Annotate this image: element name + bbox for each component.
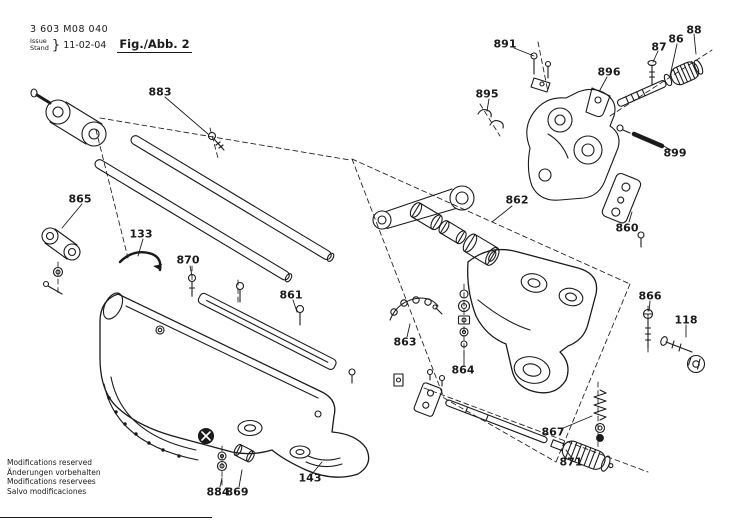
part-label-870: 870 bbox=[176, 253, 200, 267]
misc-small-parts-drawing bbox=[348, 368, 404, 387]
issue-label: Issue bbox=[30, 37, 47, 45]
guide-rails-drawing bbox=[94, 135, 335, 283]
part-label-865: 865 bbox=[68, 192, 92, 206]
issue-date: 11-02-04 bbox=[63, 39, 107, 51]
part-label-86: 86 bbox=[668, 32, 684, 46]
curved-clip-133-drawing bbox=[118, 251, 162, 272]
part-label-87: 87 bbox=[651, 40, 667, 54]
footer-note-de: Änderungen vorbehalten bbox=[7, 467, 101, 477]
clips-895-drawing bbox=[477, 108, 504, 129]
part-label-864: 864 bbox=[451, 363, 475, 377]
title-block: 3 603 M08 040 Issue Stand } 11-02-04 Fig… bbox=[30, 24, 192, 53]
base-housing-drawing bbox=[99, 292, 370, 478]
leader-lines bbox=[61, 33, 697, 488]
screw-883-drawing bbox=[207, 131, 225, 151]
part-label-869: 869 bbox=[225, 485, 249, 499]
part-label-896: 896 bbox=[597, 65, 621, 79]
screw-knob-118-drawing bbox=[660, 336, 706, 374]
spring-set-867-drawing bbox=[593, 389, 607, 442]
part-label-143: 143 bbox=[298, 471, 322, 485]
footer-notes: Modifications reserved Änderungen vorbeh… bbox=[7, 458, 101, 496]
part-label-867: 867 bbox=[541, 425, 565, 439]
footer-note-fr: Modifications reservees bbox=[7, 477, 96, 486]
figure-label: Fig./Abb. 2 bbox=[117, 37, 192, 53]
depth-rod-871-drawing bbox=[445, 399, 614, 472]
screw-870-drawing bbox=[187, 273, 197, 297]
screw-866-drawing bbox=[642, 308, 654, 349]
part-label-895: 895 bbox=[475, 87, 499, 101]
part-label-862: 862 bbox=[505, 193, 529, 207]
pin-899-drawing bbox=[616, 124, 665, 149]
rail-clamp-drawing bbox=[30, 88, 107, 147]
footer-note-es: Salvo modificaciones bbox=[7, 486, 87, 496]
bracket-896-drawing bbox=[585, 87, 611, 118]
part-label-883: 883 bbox=[148, 85, 172, 99]
link-865-drawing bbox=[41, 227, 81, 295]
fence-bar-861-drawing bbox=[197, 281, 337, 370]
part-label-860: 860 bbox=[615, 221, 639, 235]
part-label-863: 863 bbox=[393, 335, 417, 349]
page-border-line bbox=[0, 517, 212, 518]
construction-lines bbox=[57, 41, 713, 487]
bushings-862-drawing bbox=[409, 202, 500, 266]
footer-note-en: Modifications reserved bbox=[7, 458, 92, 467]
document-number: 3 603 M08 040 bbox=[30, 24, 109, 35]
part-label-861: 861 bbox=[279, 288, 303, 302]
part-label-866: 866 bbox=[638, 289, 662, 303]
brace-glyph: } bbox=[51, 37, 61, 53]
support-link-drawing bbox=[372, 185, 475, 230]
clamp-plate-drawing bbox=[413, 368, 446, 417]
washer-stack-864-drawing bbox=[457, 289, 471, 348]
part-label-884: 884 bbox=[206, 485, 230, 499]
part-label-899: 899 bbox=[663, 146, 687, 160]
clip-chain-863-drawing bbox=[389, 296, 443, 321]
part-label-133: 133 bbox=[129, 227, 153, 241]
bearing-bracket-drawing bbox=[526, 88, 620, 201]
screws-891-drawing bbox=[530, 52, 552, 93]
stand-label: Stand bbox=[30, 44, 49, 52]
part-label-88: 88 bbox=[686, 23, 702, 37]
washers-884-869-drawing bbox=[216, 443, 255, 472]
part-label-871: 871 bbox=[559, 455, 583, 469]
bevel-arm-drawing bbox=[467, 248, 598, 394]
part-label-891: 891 bbox=[493, 37, 517, 51]
spindle-knob-drawing bbox=[616, 59, 704, 107]
part-label-118: 118 bbox=[674, 313, 698, 327]
plate-860-drawing bbox=[601, 172, 645, 248]
